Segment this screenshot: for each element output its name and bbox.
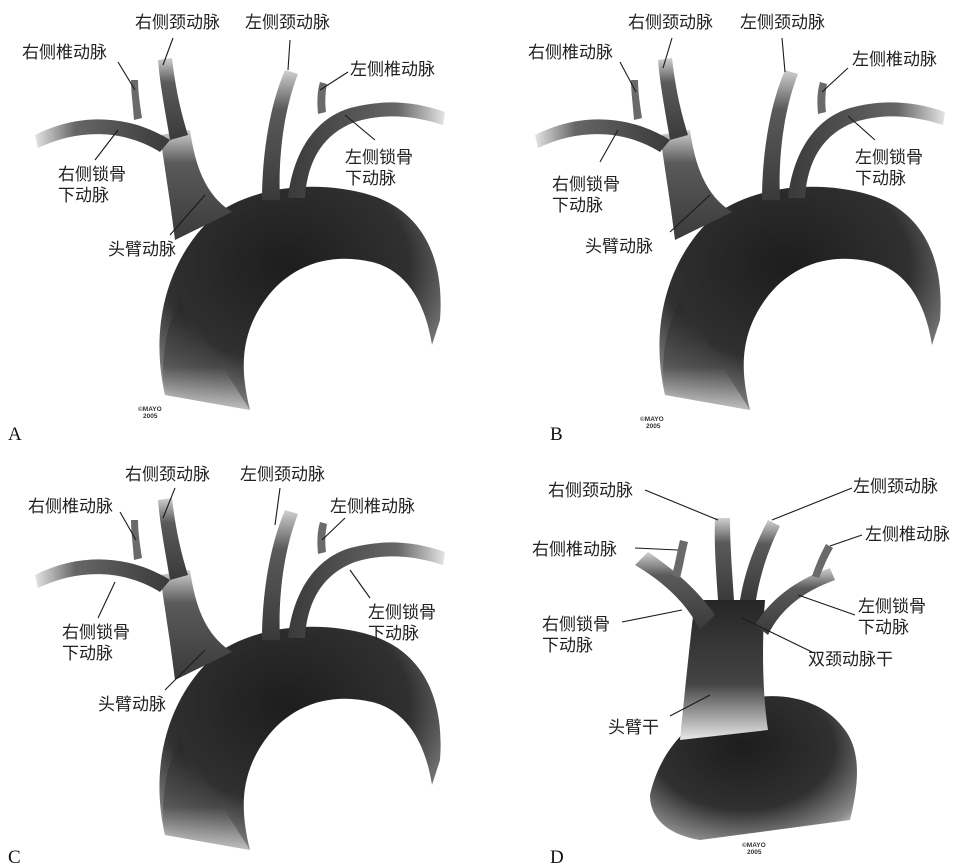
- leader-d-left-vertebral: [830, 535, 862, 546]
- label-c-brachiocephalic: 头臂动脉: [98, 695, 166, 715]
- label-b-right-subclavian-line2: 下动脉: [552, 196, 603, 216]
- label-c-right-subclavian-line2: 下动脉: [62, 644, 113, 664]
- panel-d: 右侧颈动脉 左侧颈动脉 右侧椎动脉 左侧椎动脉 右侧锁骨 下动脉 左侧锁骨 下动…: [532, 477, 950, 867]
- label-b-left-carotid: 左侧颈动脉: [740, 13, 825, 33]
- leader-b-right-subclavian: [600, 130, 618, 162]
- label-b-right-subclavian-line1: 右侧锁骨: [552, 175, 620, 195]
- label-b-right-carotid: 右侧颈动脉: [628, 13, 713, 33]
- label-b-right-vertebral: 右侧椎动脉: [528, 43, 613, 63]
- copyright-d: ©MAYO: [742, 841, 766, 849]
- label-a-left-carotid: 左侧颈动脉: [245, 13, 330, 33]
- label-c-left-vertebral: 左侧椎动脉: [330, 497, 415, 517]
- label-d-brachiocephalic-trunk: 头臂干: [608, 718, 659, 738]
- label-a-left-subclavian-line2: 下动脉: [345, 169, 396, 189]
- leader-b-left-carotid: [782, 38, 785, 72]
- right-carotid-vessel-d: [715, 518, 734, 600]
- label-c-left-subclavian-line2: 下动脉: [368, 624, 419, 644]
- right-vertebral-vessel-d: [672, 540, 688, 578]
- label-d-right-subclavian-line1: 右侧锁骨: [542, 615, 610, 635]
- label-c-left-subclavian-line1: 左侧锁骨: [368, 603, 436, 623]
- label-c-right-subclavian-line1: 右侧锁骨: [62, 623, 130, 643]
- leader-b-left-vertebral: [822, 68, 848, 92]
- label-a-right-vertebral: 右侧椎动脉: [22, 43, 107, 63]
- left-carotid-vessel-d: [740, 520, 780, 600]
- panel-c: 右侧椎动脉 右侧颈动脉 左侧颈动脉 左侧椎动脉 右侧锁骨 下动脉 左侧锁骨 下动…: [8, 465, 445, 867]
- label-c-right-vertebral: 右侧椎动脉: [28, 497, 113, 517]
- leader-d-left-subclavian: [798, 595, 855, 615]
- panel-b: 右侧椎动脉 右侧颈动脉 左侧颈动脉 左侧椎动脉 右侧锁骨 下动脉 左侧锁骨 下动…: [528, 13, 945, 445]
- panel-letter-c: C: [8, 847, 21, 867]
- label-a-right-carotid: 右侧颈动脉: [135, 13, 220, 33]
- leader-c-left-carotid: [275, 488, 280, 525]
- leader-d-right-subclavian: [622, 610, 682, 622]
- label-d-right-vertebral: 右侧椎动脉: [532, 540, 617, 560]
- label-b-left-vertebral: 左侧椎动脉: [852, 50, 937, 70]
- label-d-bicarotid-trunk: 双颈动脉干: [808, 650, 893, 670]
- label-b-left-subclavian-line2: 下动脉: [855, 169, 906, 189]
- label-d-left-subclavian-line1: 左侧锁骨: [858, 597, 926, 617]
- left-subclavian-vessel-d: [755, 568, 835, 635]
- copyright-a: ©MAYO: [138, 405, 162, 413]
- leader-d-right-vertebral: [635, 548, 678, 550]
- label-c-right-carotid: 右侧颈动脉: [125, 465, 210, 485]
- leader-c-left-subclavian: [350, 570, 370, 598]
- label-a-brachiocephalic: 头臂动脉: [108, 240, 176, 260]
- brachiocephalic-trunk-vessel: [680, 600, 768, 740]
- leader-d-right-carotid: [645, 490, 718, 520]
- arch-illustration-b: [535, 58, 945, 410]
- label-d-left-subclavian-line2: 下动脉: [858, 618, 909, 638]
- label-a-left-vertebral: 左侧椎动脉: [350, 60, 435, 80]
- arch-illustration-c: [35, 498, 445, 850]
- copyright-year-d: 2005: [747, 849, 762, 856]
- label-d-left-vertebral: 左侧椎动脉: [865, 525, 950, 545]
- label-d-right-carotid: 右侧颈动脉: [548, 481, 633, 501]
- label-a-right-subclavian-line2: 下动脉: [58, 186, 109, 206]
- copyright-year-b: 2005: [646, 423, 661, 430]
- leader-b-right-vertebral: [620, 62, 636, 92]
- label-b-brachiocephalic: 头臂动脉: [585, 237, 653, 257]
- copyright-b: ©MAYO: [640, 415, 664, 423]
- leader-d-left-carotid: [772, 488, 852, 520]
- label-a-right-subclavian-line1: 右侧锁骨: [58, 165, 126, 185]
- label-a-left-subclavian-line1: 左侧锁骨: [345, 148, 413, 168]
- panel-letter-b: B: [550, 424, 563, 445]
- panel-a: 右侧椎动脉 右侧颈动脉 左侧颈动脉 左侧椎动脉 右侧锁骨 下动脉 左侧锁骨 下动…: [8, 13, 445, 445]
- panel-letter-a: A: [8, 424, 22, 445]
- copyright-year-a: 2005: [143, 413, 158, 420]
- label-b-left-subclavian-line1: 左侧锁骨: [855, 148, 923, 168]
- leader-a-left-carotid: [288, 40, 290, 70]
- arch-illustration-a: [35, 58, 445, 410]
- leader-a-left-vertebral: [320, 72, 348, 90]
- label-d-right-subclavian-line2: 下动脉: [542, 636, 593, 656]
- label-c-left-carotid: 左侧颈动脉: [240, 465, 325, 485]
- panel-letter-d: D: [550, 847, 564, 867]
- leader-c-right-subclavian: [98, 582, 115, 618]
- label-d-left-carotid: 左侧颈动脉: [853, 477, 938, 497]
- leader-a-right-vertebral: [118, 62, 135, 90]
